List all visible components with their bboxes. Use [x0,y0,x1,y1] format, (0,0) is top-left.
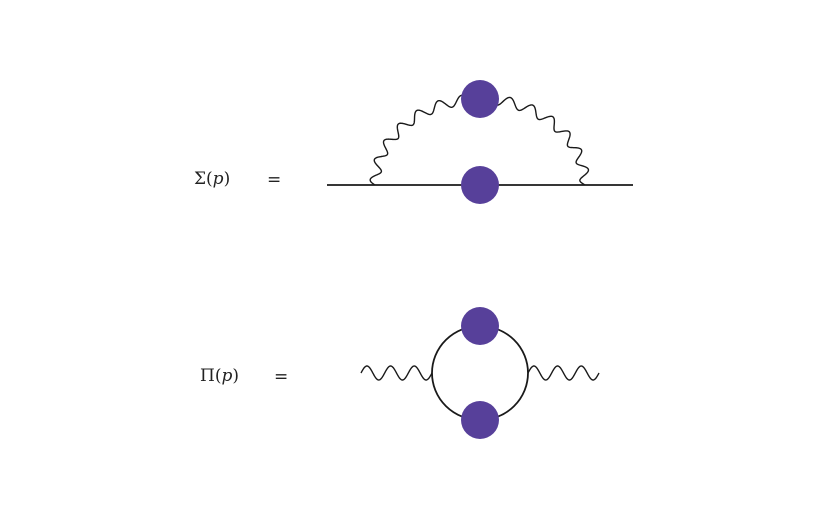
sigma-variable: p [212,169,224,189]
fermion-dressed-blob [461,166,499,204]
self-energy-equals: = [267,170,282,190]
sigma-open-paren: ( [206,169,213,189]
polarization-label: Π(p) [200,368,239,385]
sigma-close-paren: ) [223,169,231,189]
polarization-diagram [360,307,600,439]
pi-open-paren: ( [214,366,222,386]
pi-symbol: Π [200,366,215,386]
pi-close-paren: ) [232,366,239,386]
polarization-equals: = [274,367,289,387]
outgoing-photon-line [527,365,600,381]
self-energy-label: Σ(p) [194,171,230,188]
pi-variable: p [221,366,233,386]
self-energy-diagram [327,80,633,204]
top-loop-blob [461,307,499,345]
incoming-photon-line [360,365,433,381]
sigma-symbol: Σ [194,169,207,189]
bottom-loop-blob [461,401,499,439]
photon-dressed-blob [461,80,499,118]
